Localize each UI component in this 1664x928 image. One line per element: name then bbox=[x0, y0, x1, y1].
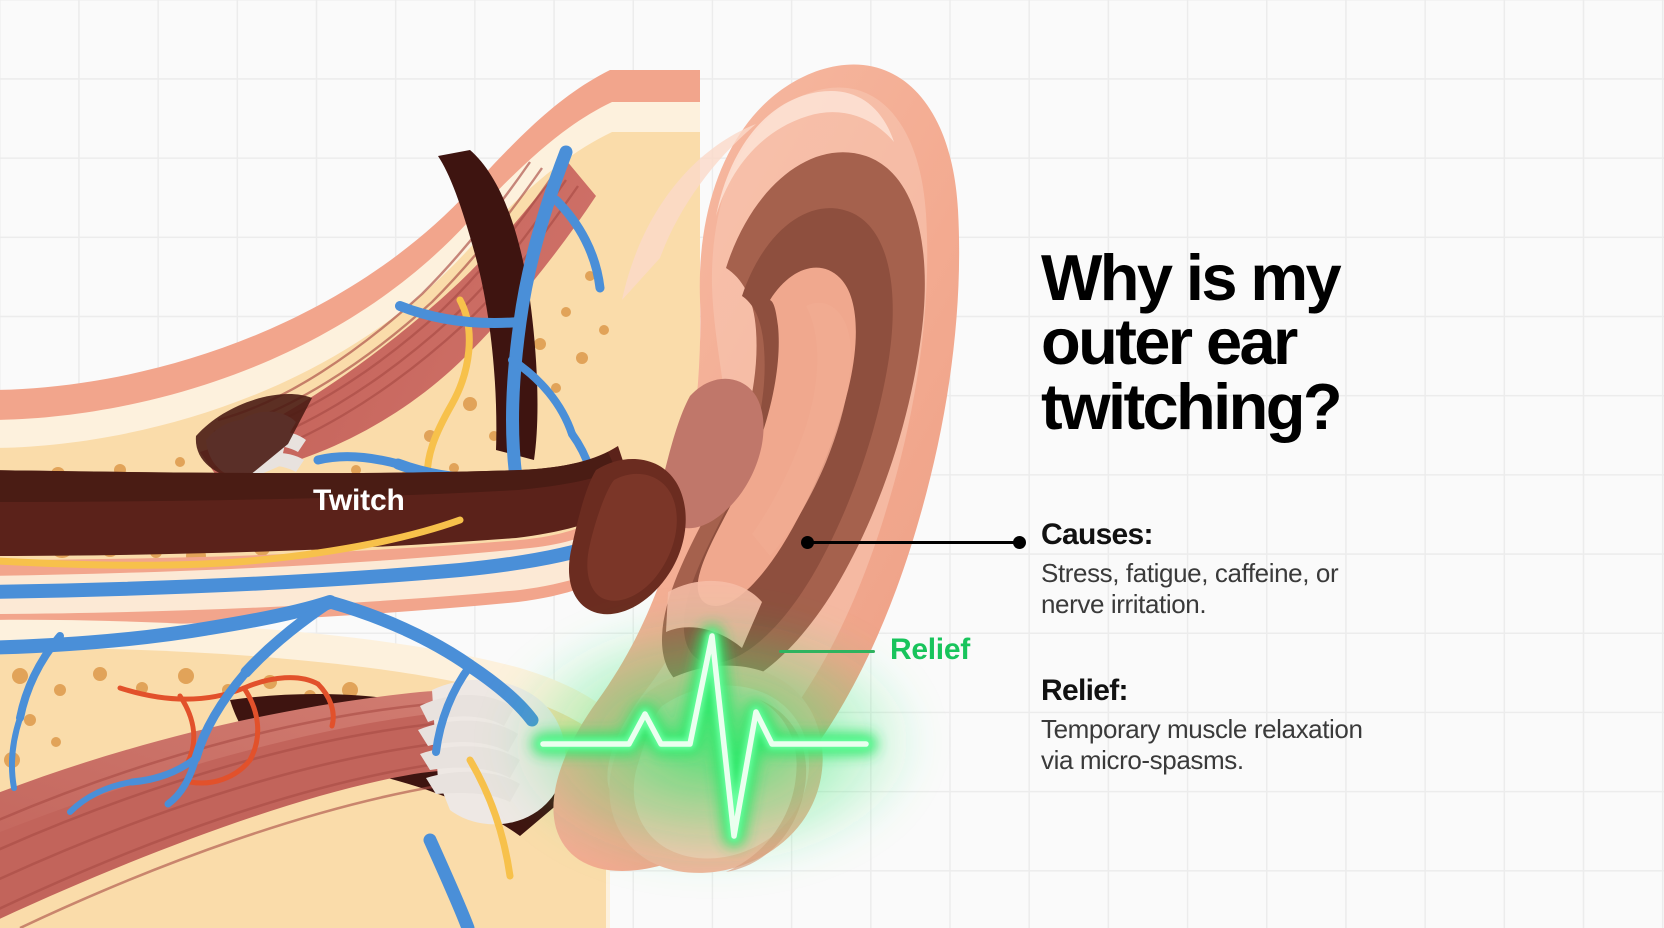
section-relief: Relief: Temporary muscle relaxation via … bbox=[1041, 674, 1441, 775]
relief-connector-line bbox=[779, 650, 875, 653]
head-cross-section-lower bbox=[0, 516, 610, 928]
section-relief-body-line-1: Temporary muscle relaxation bbox=[1041, 714, 1363, 744]
page-title-line-2: outer ear bbox=[1041, 305, 1298, 379]
causes-leader-dot-end bbox=[1013, 536, 1026, 549]
page-title-line-1: Why is my bbox=[1041, 241, 1342, 314]
page-title: Why is my outer ear twitching? bbox=[1041, 241, 1471, 443]
section-causes-title: Causes: bbox=[1041, 518, 1154, 551]
section-relief-body-line-2: via micro-spasms. bbox=[1041, 744, 1244, 775]
section-causes-body: Stress, fatigue, caffeine, or nerve irri… bbox=[1041, 558, 1441, 619]
section-causes-body-line-1: Stress, fatigue, caffeine, or bbox=[1041, 558, 1339, 588]
head-cross-section-upper bbox=[0, 70, 700, 566]
relief-label: Relief bbox=[890, 633, 970, 666]
twitch-label: Twitch bbox=[313, 484, 405, 517]
section-relief-title: Relief: bbox=[1041, 674, 1128, 707]
ecg-heartbeat bbox=[497, 612, 927, 872]
section-relief-body: Temporary muscle relaxation via micro-sp… bbox=[1041, 714, 1441, 775]
causes-leader-dot-start bbox=[801, 536, 814, 549]
section-causes-body-line-2: nerve irritation. bbox=[1041, 588, 1207, 619]
page-title-line-3: twitching? bbox=[1041, 369, 1343, 443]
text-panel: Why is my outer ear twitching? Causes: S… bbox=[1041, 241, 1471, 775]
causes-leader-line bbox=[807, 541, 1019, 544]
section-causes: Causes: Stress, fatigue, caffeine, or ne… bbox=[1041, 518, 1441, 619]
ear-anatomy-illustration bbox=[0, 64, 960, 928]
